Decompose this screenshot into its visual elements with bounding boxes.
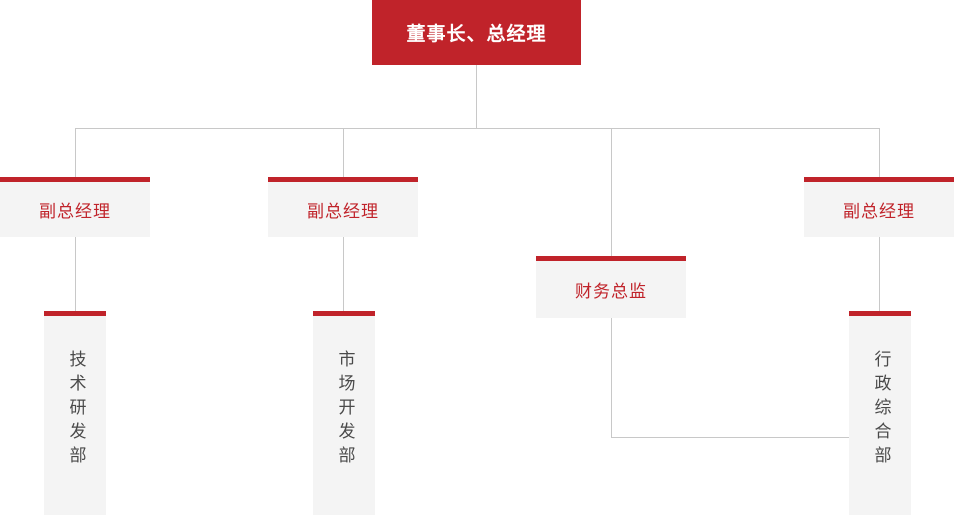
node-label: 副总经理 — [843, 202, 915, 222]
node-label: 技术研发部 — [65, 350, 86, 470]
node-administration-general-department[interactable]: 行政综合部 — [849, 311, 911, 515]
connector-deputy2-to-market-dept — [343, 237, 344, 317]
node-label: 市场开发部 — [334, 350, 355, 470]
node-label: 董事长、总经理 — [406, 23, 547, 45]
connector-bus-to-deputy-2 — [343, 128, 344, 178]
node-deputy-general-manager-3[interactable]: 副总经理 — [804, 177, 954, 237]
connector-bus-to-finance-director — [611, 128, 612, 257]
connector-deputy3-to-admin-dept — [879, 237, 880, 317]
node-deputy-general-manager-1[interactable]: 副总经理 — [0, 177, 150, 237]
connector-deputy1-to-tech-dept — [75, 237, 76, 317]
node-deputy-general-manager-2[interactable]: 副总经理 — [268, 177, 418, 237]
connector-bus-to-deputy-1 — [75, 128, 76, 178]
node-label: 副总经理 — [307, 202, 379, 222]
connector-bus-to-deputy-3 — [879, 128, 880, 178]
connector-finance-director-down — [611, 318, 612, 438]
connector-top-to-bus — [476, 65, 477, 129]
node-technology-rd-department[interactable]: 技术研发部 — [44, 311, 106, 515]
node-chairman-general-manager[interactable]: 董事长、总经理 — [372, 0, 581, 65]
node-label: 副总经理 — [39, 202, 111, 222]
node-market-development-department[interactable]: 市场开发部 — [313, 311, 375, 515]
node-label: 财务总监 — [575, 282, 647, 302]
node-finance-director[interactable]: 财务总监 — [536, 256, 686, 318]
connector-distribution-bus — [75, 128, 880, 129]
connector-finance-director-to-admin-dept — [611, 437, 851, 438]
node-label: 行政综合部 — [870, 350, 891, 470]
